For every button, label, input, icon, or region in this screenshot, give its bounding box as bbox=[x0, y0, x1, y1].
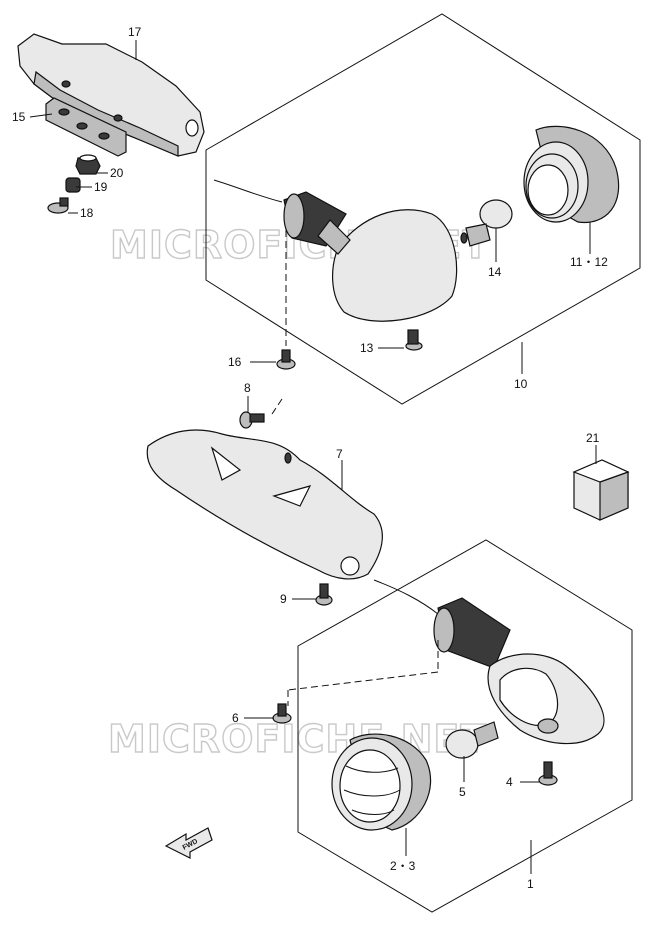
label-20: 20 bbox=[110, 166, 124, 180]
label-21: 21 bbox=[586, 431, 600, 445]
screw-part-8 bbox=[239, 411, 265, 429]
callouts: 17 15 20 19 18 14 11・12 13 10 16 8 7 21 … bbox=[12, 25, 608, 891]
plate-part-15 bbox=[45, 97, 127, 157]
label-16: 16 bbox=[228, 355, 242, 369]
turn-signal-lower bbox=[373, 579, 605, 745]
bulb-part-5 bbox=[445, 721, 499, 759]
label-13: 13 bbox=[360, 341, 374, 355]
label-17: 17 bbox=[128, 25, 142, 39]
fwd-arrow-icon: FWD bbox=[164, 827, 213, 859]
bolt-part-16 bbox=[276, 349, 296, 370]
bolt-part-6 bbox=[272, 703, 292, 724]
label-10: 10 bbox=[514, 377, 528, 391]
assembly-box-lower bbox=[297, 539, 633, 913]
assembly-box-upper bbox=[205, 13, 641, 405]
turn-signal-upper bbox=[213, 179, 458, 322]
label-1: 1 bbox=[527, 877, 534, 891]
screw-part-13 bbox=[405, 329, 423, 351]
lens-part-11-12 bbox=[523, 125, 620, 224]
label-19: 19 bbox=[94, 180, 108, 194]
bolt-part-9 bbox=[315, 583, 333, 606]
bracket-part-17 bbox=[17, 33, 205, 157]
watermark-bottom: MICROFICHE.NET bbox=[108, 717, 487, 761]
lens-part-2-3 bbox=[331, 733, 432, 831]
label-4: 4 bbox=[506, 775, 513, 789]
bulb-part-14 bbox=[460, 199, 513, 247]
relay-part-21 bbox=[572, 459, 630, 521]
collar-part-19 bbox=[65, 177, 81, 193]
label-5: 5 bbox=[459, 785, 466, 799]
label-2-3: 2・3 bbox=[390, 859, 416, 873]
bracket-part-7 bbox=[146, 429, 383, 580]
label-14: 14 bbox=[488, 265, 502, 279]
label-18: 18 bbox=[80, 206, 94, 220]
leader-lines bbox=[29, 40, 597, 874]
label-8: 8 bbox=[244, 381, 251, 395]
label-7: 7 bbox=[336, 447, 343, 461]
label-9: 9 bbox=[280, 592, 287, 606]
label-11-12: 11・12 bbox=[570, 255, 608, 269]
label-6: 6 bbox=[232, 711, 239, 725]
screw-part-4 bbox=[538, 761, 558, 786]
cushion-part-20 bbox=[75, 154, 101, 175]
label-15: 15 bbox=[12, 110, 26, 124]
screw-part-18 bbox=[47, 197, 69, 214]
